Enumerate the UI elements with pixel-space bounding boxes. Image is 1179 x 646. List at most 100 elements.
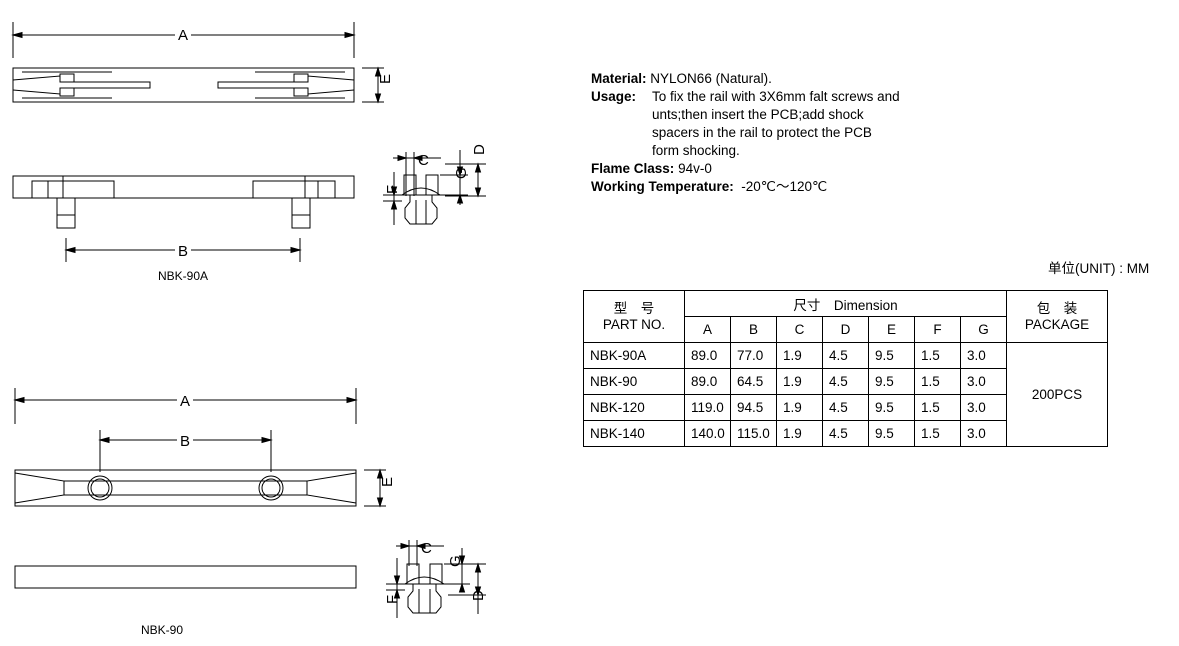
part-header-cn: 型 号 <box>613 300 655 316</box>
dim-label-e-top: E <box>377 74 394 84</box>
dim-label-f-bottom: F <box>384 595 401 604</box>
value-cell: 4.5 <box>822 368 869 395</box>
dim-label-b-bottom: B <box>180 433 190 450</box>
value-cell: 9.5 <box>868 368 915 395</box>
value-cell: 3.0 <box>960 368 1007 395</box>
flame-class-label: Flame Class: <box>591 161 675 176</box>
usage-row: Usage: To fix the rail with 3X6mm falt s… <box>591 88 900 160</box>
table-row: NBK-90 89.0 64.5 1.9 4.5 9.5 1.5 3.0 <box>583 368 1108 395</box>
package-header-cn: 包 装 <box>1036 300 1078 316</box>
value-cell: 89.0 <box>684 342 731 369</box>
material-label: Material: <box>591 71 647 86</box>
rail-top-view-90 <box>14 469 357 507</box>
flame-class-value: 94v-0 <box>678 161 712 176</box>
dim-label-a-top: A <box>178 27 188 44</box>
column-header: D <box>822 316 869 343</box>
dim-label-e-bottom: E <box>379 477 396 487</box>
column-header: F <box>914 316 961 343</box>
value-cell: 64.5 <box>730 368 777 395</box>
value-cell: 1.9 <box>776 420 823 447</box>
value-cell: 4.5 <box>822 342 869 369</box>
dim-label-a-bottom: A <box>180 393 190 410</box>
value-cell: 94.5 <box>730 394 777 421</box>
usage-line: form shocking. <box>652 143 740 158</box>
value-cell: 1.5 <box>914 342 961 369</box>
dim-label-c-top: C <box>418 152 429 169</box>
part-header-en: PART NO. <box>602 316 666 332</box>
value-cell: 9.5 <box>868 342 915 369</box>
dimension-b-bottom: B <box>98 430 273 472</box>
drawing-caption-nbk-90: NBK-90 <box>141 623 183 637</box>
dimension-e-top: E <box>362 66 394 104</box>
flame-class-row: Flame Class: 94v-0 <box>591 160 900 178</box>
value-cell: 3.0 <box>960 420 1007 447</box>
rail-side-view-90 <box>14 565 357 589</box>
part-cell: NBK-90 <box>583 368 685 395</box>
table-row: NBK-90A 89.0 77.0 1.9 4.5 9.5 1.5 3.0 20… <box>583 342 1108 447</box>
working-temperature-value: -20℃～120℃ <box>741 179 828 194</box>
usage-line: To fix the rail with 3X6mm falt screws a… <box>652 89 900 104</box>
column-header: C <box>776 316 823 343</box>
dim-label-d-top: D <box>471 144 488 155</box>
part-number-header: 型 号 PART NO. <box>583 290 685 343</box>
table-row: NBK-140 140.0 115.0 1.9 4.5 9.5 1.5 3.0 <box>583 420 1108 447</box>
column-header: G <box>960 316 1007 343</box>
value-cell: 1.9 <box>776 368 823 395</box>
unit-note: 单位(UNIT) : MM <box>1048 261 1150 276</box>
working-temperature-row: Working Temperature: -20℃～120℃ <box>591 178 900 196</box>
spacer-detail-90: C F G D <box>384 540 487 618</box>
column-header: E <box>868 316 915 343</box>
value-cell: 4.5 <box>822 420 869 447</box>
package-header-en: PACKAGE <box>1024 316 1090 332</box>
dim-label-c-bottom: C <box>421 540 432 557</box>
specifications-block: Material: NYLON66 (Natural). Usage: To f… <box>591 70 900 196</box>
drawing-caption-nbk-90a: NBK-90A <box>158 269 208 283</box>
dimension-e-bottom: E <box>364 468 396 508</box>
dim-label-g-top: G <box>453 167 470 179</box>
value-cell: 1.5 <box>914 394 961 421</box>
dimension-b-top: B <box>64 238 302 262</box>
usage-label: Usage: <box>591 89 637 104</box>
nbk-90a-drawing: A E <box>11 22 488 283</box>
material-row: Material: NYLON66 (Natural). <box>591 70 900 88</box>
column-header: A <box>684 316 731 343</box>
part-cell: NBK-120 <box>583 394 685 421</box>
value-cell: 9.5 <box>868 394 915 421</box>
dim-label-d-bottom: D <box>470 590 487 601</box>
dim-label-g-bottom: G <box>447 555 464 567</box>
material-value: NYLON66 (Natural). <box>650 71 772 86</box>
value-cell: 9.5 <box>868 420 915 447</box>
value-cell: 1.9 <box>776 394 823 421</box>
value-cell: 1.9 <box>776 342 823 369</box>
usage-line: unts;then insert the PCB;add shock <box>652 107 864 122</box>
part-cell: NBK-90A <box>583 342 685 369</box>
package-header: 包 装 PACKAGE <box>1006 290 1108 343</box>
part-cell: NBK-140 <box>583 420 685 447</box>
dimension-header: 尺寸 Dimension <box>684 290 1007 317</box>
value-cell: 1.5 <box>914 420 961 447</box>
dim-label-f-top: F <box>384 185 401 194</box>
value-cell: 119.0 <box>684 394 731 421</box>
value-cell: 115.0 <box>730 420 777 447</box>
dimension-a-bottom: A <box>13 388 358 424</box>
value-cell: 89.0 <box>684 368 731 395</box>
dimension-table: 型 号 PART NO. 尺寸 Dimension 包 装 PACKAGE A … <box>583 290 1108 447</box>
rail-side-view-90a <box>12 175 355 229</box>
value-cell: 3.0 <box>960 342 1007 369</box>
value-cell: 77.0 <box>730 342 777 369</box>
package-cell: 200PCS <box>1006 342 1108 447</box>
value-cell: 140.0 <box>684 420 731 447</box>
usage-text: To fix the rail with 3X6mm falt screws a… <box>652 88 900 160</box>
working-temperature-label: Working Temperature: <box>591 179 734 194</box>
spacer-detail-90a: C F G D <box>383 144 488 225</box>
value-cell: 1.5 <box>914 368 961 395</box>
dimension-a-top: A <box>11 22 356 58</box>
column-header: B <box>730 316 777 343</box>
value-cell: 4.5 <box>822 394 869 421</box>
dim-label-b-top: B <box>178 243 188 260</box>
rail-top-view-90a <box>12 67 355 103</box>
usage-line: spacers in the rail to protect the PCB <box>652 125 872 140</box>
nbk-90-drawing: A B <box>13 388 487 637</box>
table-header-row: 型 号 PART NO. 尺寸 Dimension 包 装 PACKAGE <box>583 290 1108 343</box>
